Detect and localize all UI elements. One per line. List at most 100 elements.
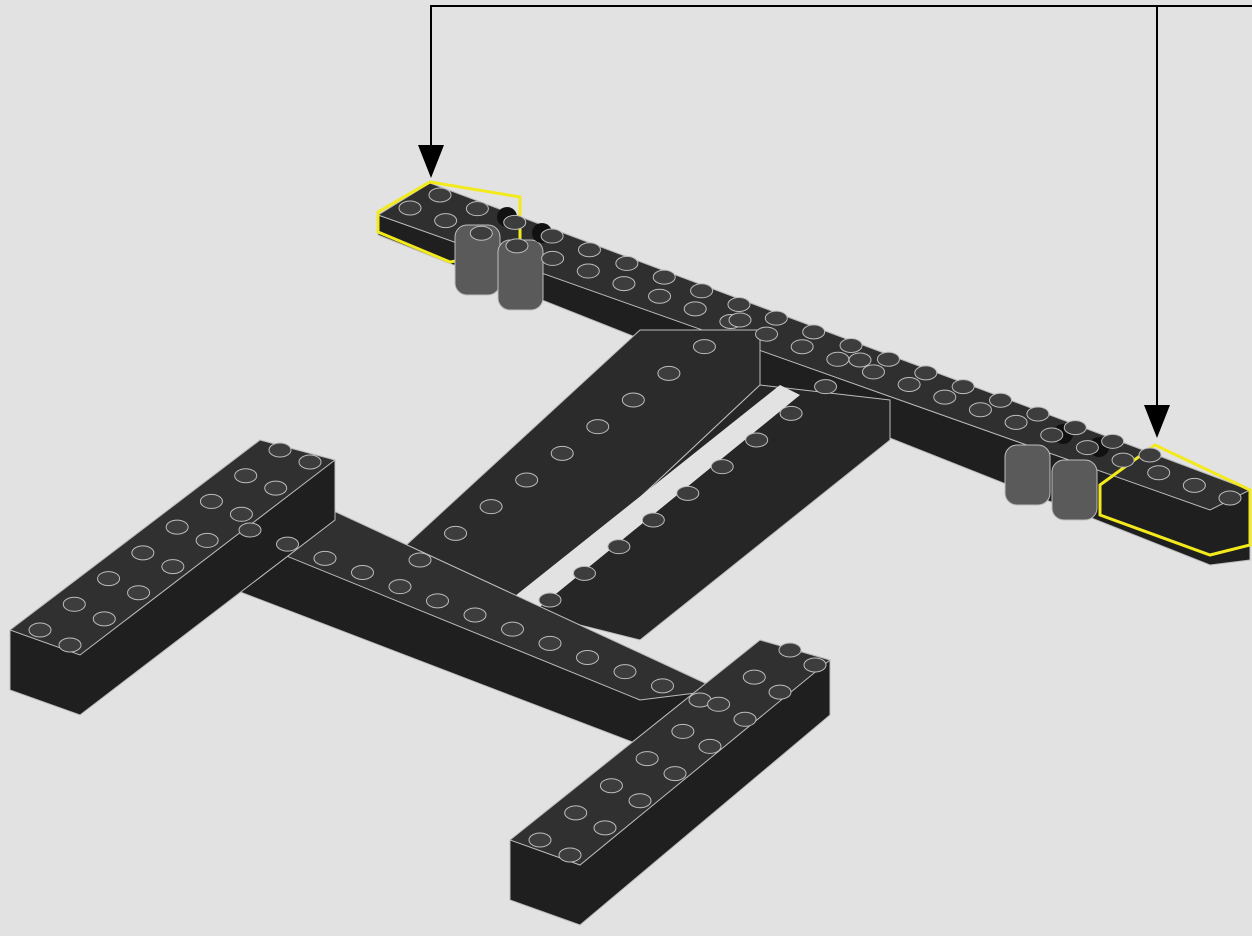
stud bbox=[613, 277, 635, 291]
stud bbox=[539, 636, 561, 650]
stud bbox=[1041, 428, 1063, 442]
stud bbox=[664, 767, 686, 781]
stud bbox=[445, 526, 467, 540]
arrow-right-icon bbox=[1144, 405, 1170, 438]
stud bbox=[636, 752, 658, 766]
stud bbox=[1064, 421, 1086, 435]
stud bbox=[541, 229, 563, 243]
stud bbox=[729, 313, 751, 327]
stud bbox=[1112, 453, 1134, 467]
stud bbox=[616, 256, 638, 270]
stud bbox=[608, 540, 630, 554]
stud bbox=[470, 226, 492, 240]
stud bbox=[162, 560, 184, 574]
stud bbox=[1219, 491, 1241, 505]
stud bbox=[827, 352, 849, 366]
stud bbox=[711, 460, 733, 474]
stud bbox=[265, 481, 287, 495]
stud bbox=[128, 586, 150, 600]
stud bbox=[587, 420, 609, 434]
stud bbox=[166, 520, 188, 534]
stud bbox=[516, 473, 538, 487]
stud bbox=[1076, 441, 1098, 455]
stud bbox=[59, 638, 81, 652]
arrow-left-icon bbox=[418, 145, 444, 178]
stud bbox=[529, 833, 551, 847]
stud bbox=[691, 284, 713, 298]
stud bbox=[990, 393, 1012, 407]
stud bbox=[132, 546, 154, 560]
stud bbox=[200, 494, 222, 508]
stud bbox=[600, 779, 622, 793]
stud bbox=[915, 366, 937, 380]
stud bbox=[551, 446, 573, 460]
stud bbox=[803, 325, 825, 339]
stud bbox=[743, 670, 765, 684]
stud bbox=[622, 393, 644, 407]
stud bbox=[877, 352, 899, 366]
stud bbox=[849, 353, 871, 367]
stud bbox=[409, 553, 431, 567]
stud bbox=[542, 251, 564, 265]
stud bbox=[969, 403, 991, 417]
stud bbox=[573, 566, 595, 580]
stud bbox=[765, 311, 787, 325]
stud bbox=[389, 580, 411, 594]
stud bbox=[653, 270, 675, 284]
stud bbox=[466, 202, 488, 216]
stud bbox=[93, 612, 115, 626]
stud bbox=[464, 608, 486, 622]
stud bbox=[677, 486, 699, 500]
stud bbox=[728, 297, 750, 311]
stud bbox=[427, 594, 449, 608]
stud bbox=[934, 390, 956, 404]
stud bbox=[1148, 466, 1170, 480]
stud bbox=[769, 685, 791, 699]
stud bbox=[672, 724, 694, 738]
stud bbox=[1005, 415, 1027, 429]
stud bbox=[429, 188, 451, 202]
stud bbox=[898, 378, 920, 392]
stud bbox=[779, 643, 801, 657]
stud bbox=[1102, 434, 1124, 448]
stud bbox=[708, 697, 730, 711]
stud bbox=[239, 523, 261, 537]
stud bbox=[480, 500, 502, 514]
stud bbox=[642, 513, 664, 527]
stud bbox=[734, 712, 756, 726]
stud bbox=[352, 566, 374, 580]
stud bbox=[614, 665, 636, 679]
stud bbox=[693, 340, 715, 354]
stud bbox=[756, 327, 778, 341]
stud bbox=[29, 623, 51, 637]
stud bbox=[629, 794, 651, 808]
stud bbox=[299, 455, 321, 469]
stud bbox=[862, 365, 884, 379]
stud bbox=[658, 366, 680, 380]
stud bbox=[649, 289, 671, 303]
stud bbox=[504, 215, 526, 229]
stud bbox=[506, 239, 528, 253]
stud bbox=[594, 821, 616, 835]
stud bbox=[577, 651, 599, 665]
stud bbox=[1139, 448, 1161, 462]
stud bbox=[804, 658, 826, 672]
stud bbox=[952, 380, 974, 394]
stud bbox=[791, 340, 813, 354]
stud bbox=[1027, 407, 1049, 421]
stud bbox=[780, 406, 802, 420]
stud bbox=[539, 593, 561, 607]
stud bbox=[652, 679, 674, 693]
stud bbox=[277, 537, 299, 551]
stud bbox=[1183, 478, 1205, 492]
stud bbox=[98, 572, 120, 586]
stud bbox=[565, 806, 587, 820]
stud bbox=[577, 264, 599, 278]
stud bbox=[840, 339, 862, 353]
stud bbox=[230, 507, 252, 521]
stud bbox=[196, 533, 218, 547]
stud bbox=[399, 201, 421, 215]
stud bbox=[684, 302, 706, 316]
